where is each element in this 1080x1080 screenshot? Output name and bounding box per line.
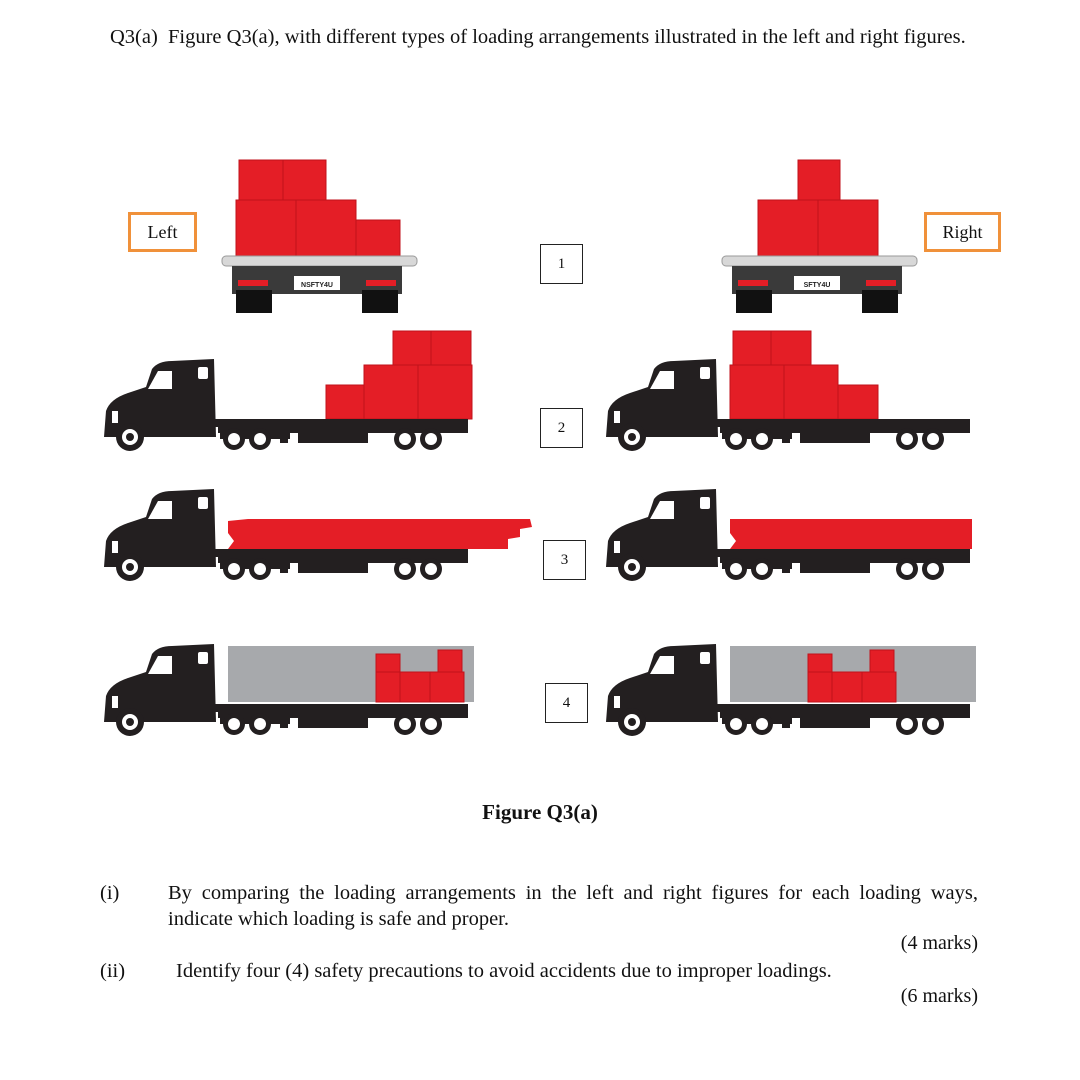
right-label: Right [924, 212, 1001, 252]
question-number: Q3(a) [110, 26, 158, 48]
part-ii-marks: (6 marks) [900, 985, 978, 1007]
part-i-label: (i) [100, 882, 120, 904]
part-i-marks: (4 marks) [900, 932, 978, 954]
truck-row3-left [104, 489, 532, 581]
cargo-boxes [729, 330, 879, 420]
truck-row4-left [104, 644, 474, 736]
cargo-boxes [235, 159, 401, 257]
truck-row2-right [606, 330, 970, 451]
long-cargo [730, 519, 972, 549]
rear-view-truck-left: NSFTY4U [221, 159, 418, 313]
truck-row3-right [606, 489, 972, 581]
rear-plate: NSFTY4U [301, 282, 333, 289]
figure-caption: Figure Q3(a) [482, 800, 598, 824]
part-i-text: By comparing the loading arrangements in… [168, 882, 978, 930]
row-number-1: 1 [540, 244, 583, 284]
cargo-boxes [807, 649, 897, 703]
left-label: Left [128, 212, 197, 252]
rear-plate: SFTY4U [804, 282, 831, 289]
part-ii-text: Identify four (4) safety precautions to … [176, 960, 832, 982]
cargo-boxes [757, 159, 879, 257]
truck-row2-left [104, 330, 473, 451]
row-number-4: 4 [545, 683, 588, 723]
long-cargo [228, 519, 532, 549]
rear-view-truck-right: SFTY4U [721, 159, 918, 313]
row-number-3: 3 [543, 540, 586, 580]
row-number-2: 2 [540, 408, 583, 448]
truck-row4-right [606, 644, 976, 736]
cargo-boxes [325, 330, 473, 420]
cargo-boxes [375, 649, 465, 703]
part-ii-label: (ii) [100, 960, 126, 982]
question-text: Figure Q3(a), with different types of lo… [168, 26, 966, 48]
